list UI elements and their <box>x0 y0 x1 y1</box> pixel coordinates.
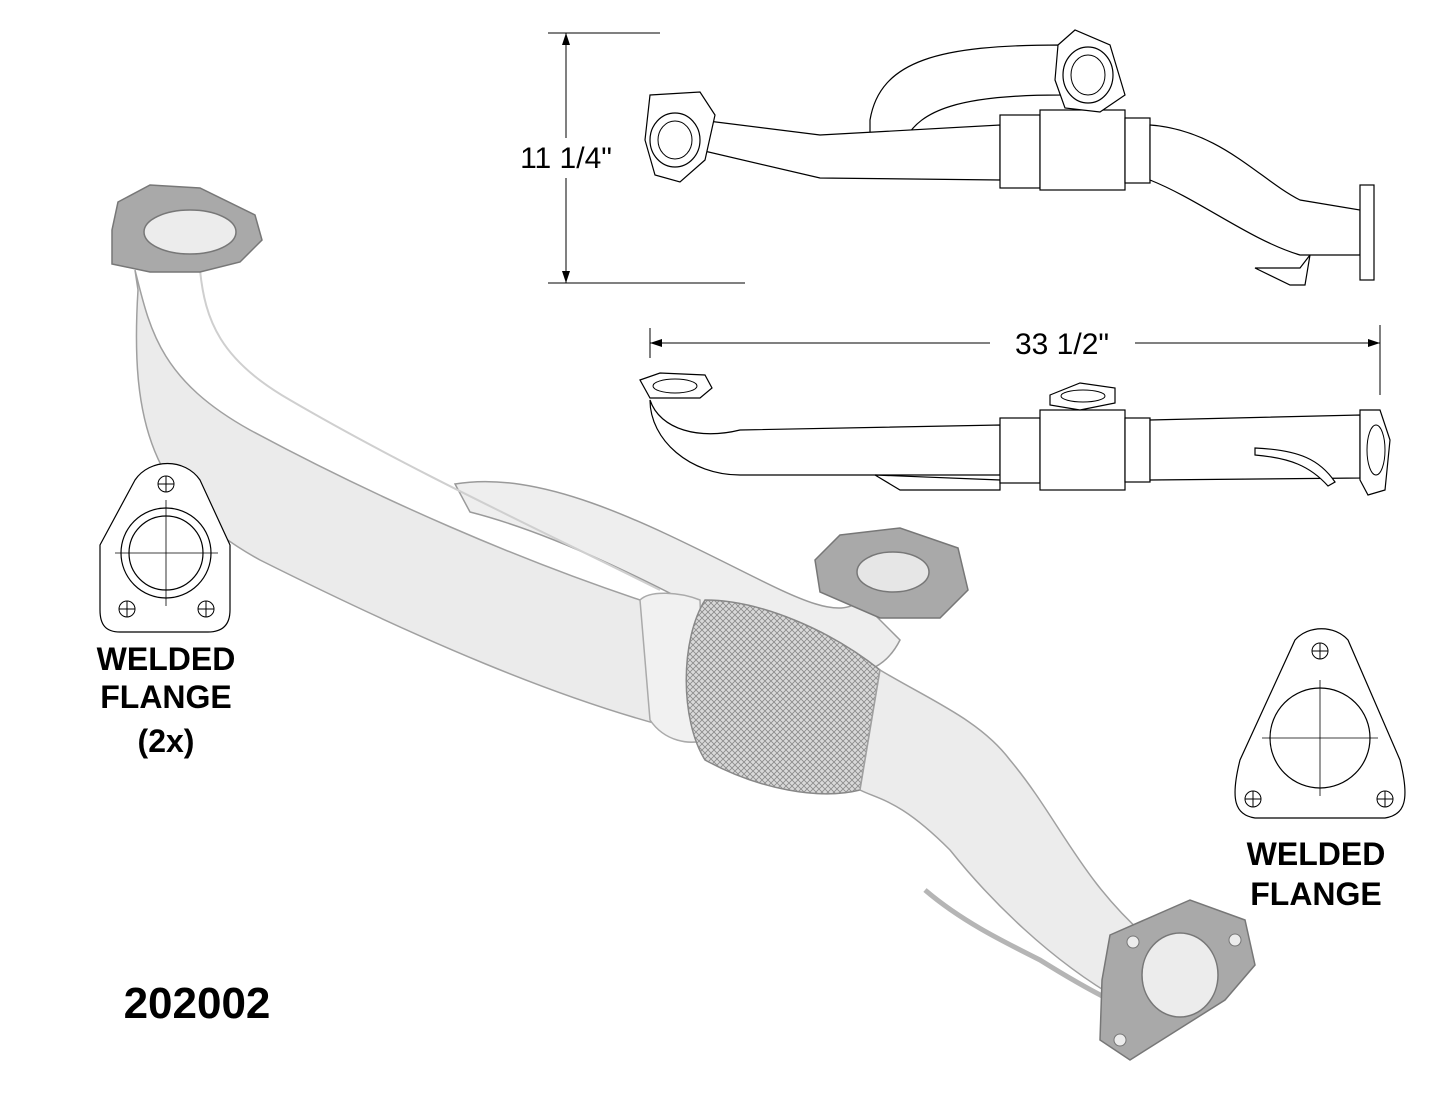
right-flange-label-line1: WELDED <box>1247 836 1386 872</box>
length-dimension-label: 33 1/2" <box>1015 328 1109 361</box>
left-flange-label-line2: FLANGE <box>100 679 232 715</box>
side-view-length: 33 1/2" <box>639 325 1391 496</box>
sensor-wire <box>923 888 1112 1003</box>
left-flange-label-line3: (2x) <box>138 723 195 759</box>
main-pipe-assembly <box>111 184 1256 1061</box>
right-flange-label-line2: FLANGE <box>1250 876 1382 912</box>
side-flange-top <box>1054 29 1126 113</box>
rear-flange <box>814 527 969 619</box>
left-flange-detail: WELDED FLANGE (2x) <box>97 462 236 759</box>
height-dimension-label: 11 1/4" <box>520 142 612 175</box>
right-flange-detail: WELDED FLANGE <box>1234 628 1406 912</box>
side-flange-left <box>644 91 716 183</box>
length-flange-right <box>1359 409 1391 496</box>
flex-mesh-section <box>685 599 881 795</box>
left-flange-label-line1: WELDED <box>97 641 236 677</box>
part-number: 202002 <box>124 979 271 1028</box>
length-flange-left <box>639 372 713 399</box>
length-flange-top <box>1049 382 1116 411</box>
outlet-flange <box>1099 899 1256 1061</box>
side-view-height: 11 1/4" <box>505 29 1375 286</box>
inlet-flange-left <box>111 184 263 273</box>
